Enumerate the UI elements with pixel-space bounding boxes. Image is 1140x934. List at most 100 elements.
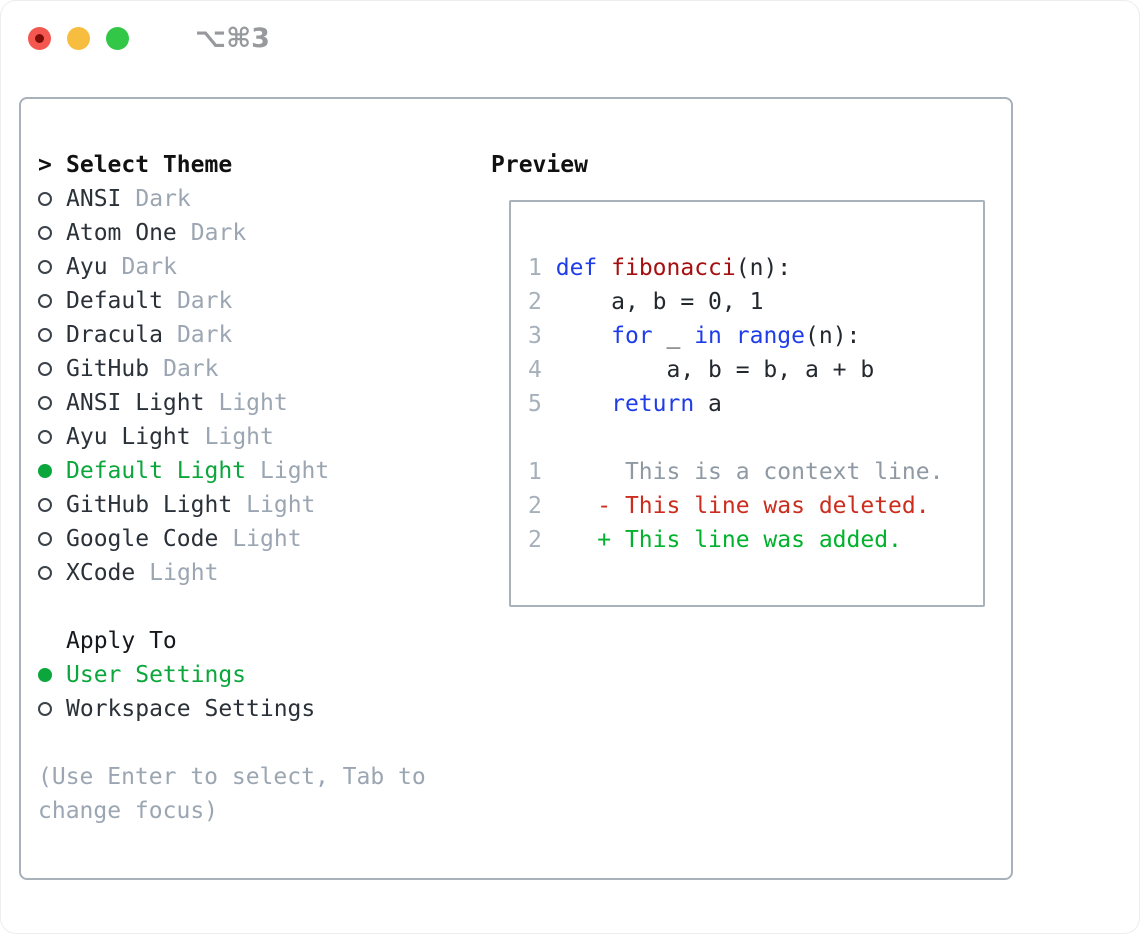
option-variant-label: Dark — [163, 356, 219, 382]
unsaved-changes-icon — [35, 34, 44, 43]
line-number: 1 — [528, 459, 542, 485]
code-token: This is a context line. — [555, 459, 944, 485]
code-token: + This line was added. — [555, 527, 902, 553]
hint-line-2: change focus) — [38, 798, 219, 824]
zoom-button[interactable] — [106, 27, 129, 50]
option-variant-label: Light — [246, 492, 316, 518]
theme-option[interactable]: Dracula Dark — [38, 318, 426, 352]
option-label: Dracula — [66, 322, 163, 348]
theme-option[interactable]: Default Dark — [38, 284, 426, 318]
window-title-shortcut: ⌥⌘3 — [195, 23, 270, 54]
code-token: return — [611, 391, 695, 417]
radio-icon — [38, 668, 52, 682]
code-line: 2 + This line was added. — [528, 523, 943, 557]
option-label: Atom One — [66, 220, 177, 246]
radio-icon — [38, 260, 52, 274]
apply-to-option[interactable]: Workspace Settings — [38, 692, 426, 726]
code-token: (n): — [735, 255, 792, 281]
theme-list: ANSI Dark Atom One Dark Ayu Dark Default… — [38, 182, 426, 590]
line-number: 1 — [528, 255, 542, 281]
option-variant-label: Light — [218, 390, 288, 416]
code-token — [597, 255, 611, 281]
option-variant-label: Dark — [135, 186, 191, 212]
line-number: 2 — [528, 289, 542, 315]
marker-cell — [38, 668, 66, 682]
line-number: 3 — [528, 323, 542, 349]
select-theme-header: > Select Theme — [38, 148, 426, 182]
option-label: Google Code — [66, 526, 219, 552]
theme-option[interactable]: Atom One Dark — [38, 216, 426, 250]
marker-cell — [38, 328, 66, 342]
radio-icon — [38, 362, 52, 376]
option-variant-label: Dark — [190, 220, 247, 246]
code-line: 1 def fibonacci(n): — [528, 251, 943, 285]
radio-icon — [38, 498, 52, 512]
radio-icon — [38, 396, 52, 410]
line-number: 5 — [528, 391, 542, 417]
line-number: 2 — [528, 527, 542, 553]
marker-cell — [38, 226, 66, 240]
radio-icon — [38, 464, 52, 478]
marker-cell — [38, 362, 66, 376]
code-line: 3 for _ in range(n): — [528, 319, 943, 353]
option-variant-label: Dark — [176, 322, 233, 348]
option-variant-label: Light — [260, 458, 330, 484]
hint-text: (Use Enter to select, Tab to change focu… — [38, 760, 426, 828]
code-token — [556, 323, 611, 349]
theme-option[interactable]: GitHub Light Light — [38, 488, 426, 522]
option-label: XCode — [66, 560, 136, 586]
theme-option[interactable]: ANSI Light Light — [38, 386, 426, 420]
code-token: a, b = b, a + b — [555, 357, 875, 383]
close-button[interactable] — [28, 27, 51, 50]
code-line — [528, 421, 943, 455]
select-theme-title: Select Theme — [66, 152, 233, 178]
theme-option[interactable]: Ayu Light Light — [38, 420, 426, 454]
code-token: a — [694, 391, 722, 417]
code-line: 2 - This line was deleted. — [528, 489, 943, 523]
theme-option[interactable]: Ayu Dark — [38, 250, 426, 284]
option-label: Ayu Light — [66, 424, 191, 450]
theme-option[interactable]: XCode Light — [38, 556, 426, 590]
theme-picker-column: > Select Theme ANSI Dark Atom One Dark A… — [38, 148, 426, 828]
theme-option[interactable]: GitHub Dark — [38, 352, 426, 386]
marker-cell — [38, 464, 66, 478]
radio-icon — [38, 226, 52, 240]
marker-cell — [38, 294, 66, 308]
code-token — [556, 391, 611, 417]
option-variant-label: Dark — [176, 288, 233, 314]
option-label: Ayu — [66, 254, 108, 280]
apply-to-option[interactable]: User Settings — [38, 658, 426, 692]
preview-header: Preview — [491, 152, 588, 178]
option-label: User Settings — [66, 662, 247, 688]
option-label: Workspace Settings — [66, 696, 316, 722]
minimize-button[interactable] — [67, 27, 90, 50]
marker-cell — [38, 396, 66, 410]
option-label: Default — [66, 288, 163, 314]
line-number: 2 — [528, 493, 542, 519]
code-line: 2 a, b = 0, 1 — [528, 285, 943, 319]
code-token: (n): — [805, 323, 861, 349]
apply-to-title: Apply To — [66, 628, 177, 654]
marker-cell — [38, 430, 66, 444]
line-number: 4 — [528, 357, 542, 383]
radio-icon — [38, 328, 52, 342]
focus-caret-icon: > — [38, 152, 52, 178]
option-variant-label: Light — [204, 424, 274, 450]
theme-option[interactable]: Google Code Light — [38, 522, 426, 556]
code-token: range — [735, 323, 806, 349]
marker-cell — [38, 498, 66, 512]
theme-option[interactable]: ANSI Dark — [38, 182, 426, 216]
option-label: GitHub Light — [66, 492, 233, 518]
option-label: Default Light — [66, 458, 247, 484]
marker-cell — [38, 192, 66, 206]
apply-to-header: Apply To — [38, 624, 426, 658]
code-token: - This line was deleted. — [555, 493, 930, 519]
theme-option[interactable]: Default Light Light — [38, 454, 426, 488]
option-variant-label: Light — [232, 526, 302, 552]
marker-cell — [38, 702, 66, 716]
code-line: 4 a, b = b, a + b — [528, 353, 943, 387]
option-label: ANSI — [66, 186, 122, 212]
option-label: GitHub — [66, 356, 150, 382]
spacer — [38, 726, 426, 760]
